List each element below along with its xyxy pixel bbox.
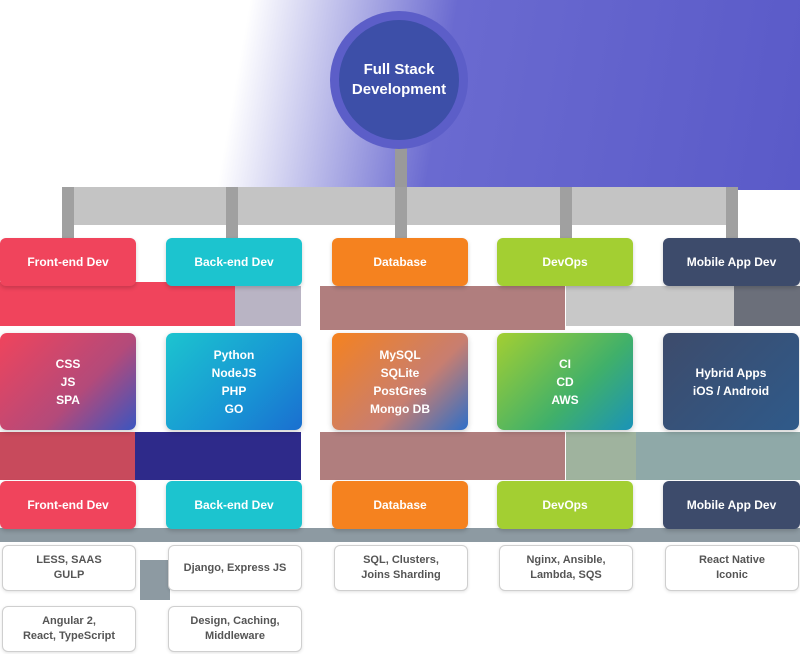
back-end-dev-tech-item: PHP	[221, 383, 247, 398]
devops-tech-list: CI CD AWS	[497, 333, 633, 430]
band3-line-2	[140, 560, 170, 600]
mobile-app-dev-tech-list: Hybrid Apps iOS / Android	[663, 333, 799, 430]
back-end-dev-tech-item: GO	[224, 401, 244, 416]
mobile-app-dev-tech-item: Hybrid Apps	[695, 365, 767, 380]
database-header-secondary[interactable]: Database	[332, 481, 468, 529]
root-title-line1: Full Stack	[363, 61, 435, 78]
band2-devops	[566, 432, 636, 480]
back-end-dev-extra-box: Design, Caching, Middleware	[168, 606, 302, 652]
devops-header-secondary[interactable]: DevOps	[497, 481, 633, 529]
front-end-dev-tech-item: JS	[60, 374, 76, 389]
devops-tech-item: CD	[556, 374, 574, 389]
connector-drop-3	[395, 187, 407, 239]
back-end-dev-header[interactable]: Back-end Dev	[166, 238, 302, 286]
band2-mobile	[636, 432, 800, 480]
database-tech-item: MySQL	[379, 347, 421, 362]
band-backend	[235, 286, 301, 326]
band2-database	[320, 432, 565, 480]
mobile-app-dev-header[interactable]: Mobile App Dev	[663, 238, 800, 286]
front-end-dev-tech-item: CSS	[55, 356, 81, 371]
back-end-dev-tech-item: NodeJS	[211, 365, 257, 380]
band-devops	[566, 286, 734, 326]
root-node: Full Stack Development	[330, 11, 468, 149]
connector-drop-1	[62, 187, 74, 239]
band2-backend	[135, 432, 301, 480]
devops-extra-box: Nginx, Ansible, Lambda, SQS	[499, 545, 633, 591]
connector-trunk	[395, 140, 407, 195]
devops-tech-item: AWS	[551, 392, 579, 407]
band-mobile	[734, 286, 800, 326]
back-end-dev-tech-item: Python	[213, 347, 255, 362]
band2-frontend	[0, 432, 135, 480]
back-end-dev-header-secondary[interactable]: Back-end Dev	[166, 481, 302, 529]
front-end-dev-tech-item: SPA	[56, 392, 80, 407]
database-tech-item: PostGres	[373, 383, 427, 398]
band-frontend	[0, 282, 235, 326]
connector-drop-4	[560, 187, 572, 239]
connector-drop-2	[226, 187, 238, 239]
mobile-app-dev-tech-item: iOS / Android	[692, 383, 770, 398]
front-end-dev-header-secondary[interactable]: Front-end Dev	[0, 481, 136, 529]
database-tech-item: SQLite	[380, 365, 420, 380]
back-end-dev-extra-box: Django, Express JS	[168, 545, 302, 591]
front-end-dev-header[interactable]: Front-end Dev	[0, 238, 136, 286]
devops-header[interactable]: DevOps	[497, 238, 633, 286]
front-end-dev-extra-box: Angular 2, React, TypeScript	[2, 606, 136, 652]
connector-drop-5	[726, 187, 738, 239]
root-title-line2: Development	[351, 81, 447, 98]
database-header[interactable]: Database	[332, 238, 468, 286]
front-end-dev-tech-list: CSS JS SPA	[0, 333, 136, 430]
mobile-app-dev-extra-box: React Native Iconic	[665, 545, 799, 591]
database-tech-item: Mongo DB	[370, 401, 430, 416]
root-node-inner: Full Stack Development	[339, 20, 459, 140]
database-extra-box: SQL, Clusters, Joins Sharding	[334, 545, 468, 591]
front-end-dev-extra-box: LESS, SAAS GULP	[2, 545, 136, 591]
band-database	[320, 286, 565, 330]
mobile-app-dev-header-secondary[interactable]: Mobile App Dev	[663, 481, 800, 529]
band3-line	[0, 528, 800, 542]
devops-tech-item: CI	[559, 356, 571, 371]
